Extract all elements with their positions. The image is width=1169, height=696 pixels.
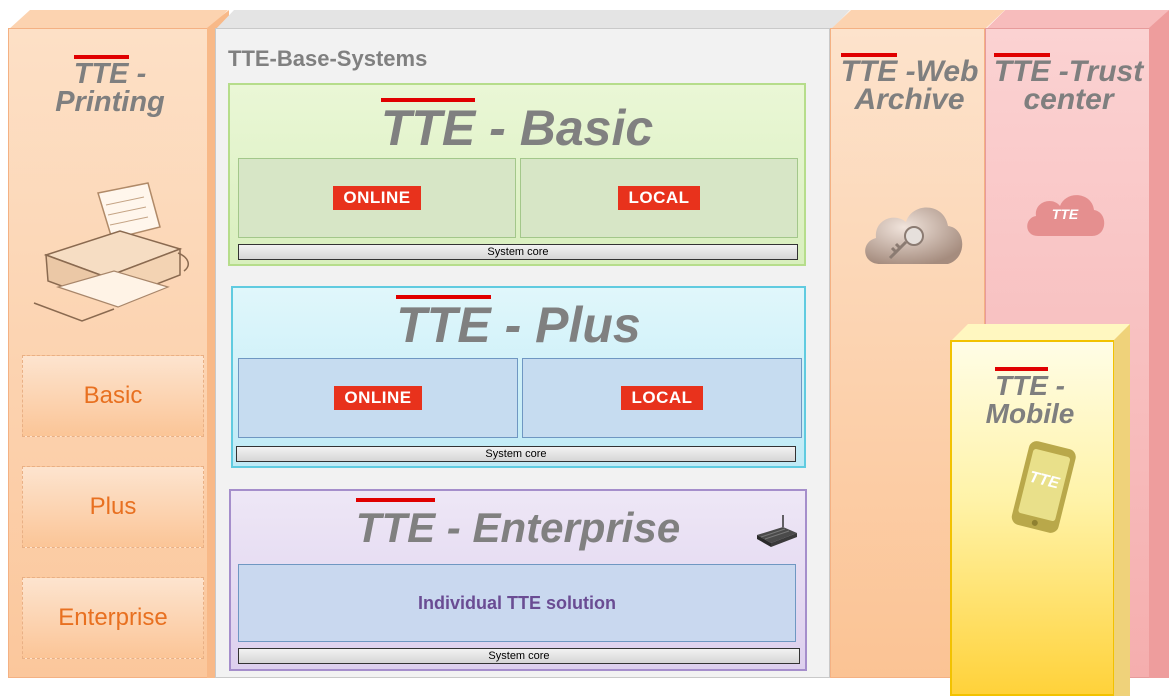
section-plus-title-rest: - Plus — [490, 297, 641, 353]
printing-box — [8, 28, 208, 678]
enterprise-solution-panel[interactable]: Individual TTE solution — [238, 564, 796, 642]
plus-local-tag: LOCAL — [621, 386, 703, 410]
section-basic-mark: TTE — [380, 98, 476, 156]
trust-center-side — [1149, 10, 1169, 678]
mobile-title: TTE - Mobile — [955, 367, 1105, 429]
trust-center-mark: TTE — [993, 53, 1051, 88]
web-archive-mark: TTE — [840, 53, 898, 88]
basic-system-core: System core — [238, 244, 798, 260]
printing-title: TTE - Printing — [20, 55, 200, 118]
trust-center-title-rest: -Trust — [1050, 55, 1144, 88]
web-archive-title-line2: Archive — [854, 83, 965, 116]
section-plus-mark: TTE — [396, 295, 492, 353]
server-icon — [757, 515, 797, 547]
printing-plus-button[interactable]: Plus — [22, 466, 204, 548]
printing-title-mark: TTE — [73, 55, 129, 90]
printer-icon — [33, 182, 189, 322]
mobile-title-line2: Mobile — [985, 398, 1075, 429]
printing-basic-button[interactable]: Basic — [22, 355, 204, 437]
trust-center-top — [985, 10, 1169, 30]
section-basic-title: TTE - Basic — [230, 98, 804, 156]
basic-local-tag: LOCAL — [618, 186, 700, 210]
web-archive-title: TTE -Web Archive — [832, 53, 987, 116]
plus-online-panel[interactable]: ONLINE — [238, 358, 518, 438]
cloud-logo-text: TTE — [1051, 206, 1079, 222]
section-plus: TTE - Plus ONLINE LOCAL System core — [231, 286, 806, 468]
basic-online-panel[interactable]: ONLINE — [238, 158, 516, 238]
basic-local-panel[interactable]: LOCAL — [520, 158, 798, 238]
mobile-mark: TTE — [995, 367, 1048, 401]
cloud-logo-icon: TTE — [1022, 186, 1108, 242]
printing-box-top — [8, 10, 228, 30]
mobile-top — [950, 324, 1130, 342]
plus-local-panel[interactable]: LOCAL — [522, 358, 802, 438]
web-archive-top — [830, 10, 1005, 30]
section-plus-title: TTE - Plus — [233, 295, 804, 353]
phone-icon: TTE — [1004, 438, 1084, 534]
trust-center-title-line2: center — [1023, 83, 1114, 116]
section-enterprise-title: TTE - Enterprise — [231, 498, 805, 553]
mobile-title-rest: - — [1047, 370, 1065, 401]
base-systems-label: TTE-Base-Systems — [228, 46, 428, 71]
printing-enterprise-button[interactable]: Enterprise — [22, 577, 204, 659]
printing-title-line2: Printing — [55, 86, 165, 118]
section-enterprise: TTE - Enterprise Individual TTE solution… — [229, 489, 807, 671]
section-enterprise-mark: TTE — [355, 498, 436, 551]
mobile-side — [1114, 324, 1130, 696]
section-enterprise-title-rest: - Enterprise — [435, 504, 681, 551]
enterprise-system-core: System core — [238, 648, 800, 664]
printing-title-suffix: - — [128, 58, 147, 90]
basic-online-tag: ONLINE — [333, 186, 421, 210]
plus-online-tag: ONLINE — [334, 386, 422, 410]
base-systems-top — [215, 10, 850, 30]
cloud-key-icon — [865, 207, 963, 264]
trust-center-title: TTE -Trust center — [986, 53, 1151, 116]
web-archive-title-rest: -Web — [897, 55, 979, 88]
plus-system-core: System core — [236, 446, 796, 462]
section-basic: TTE - Basic ONLINE LOCAL System core — [228, 83, 806, 266]
section-basic-title-rest: - Basic — [475, 100, 654, 156]
